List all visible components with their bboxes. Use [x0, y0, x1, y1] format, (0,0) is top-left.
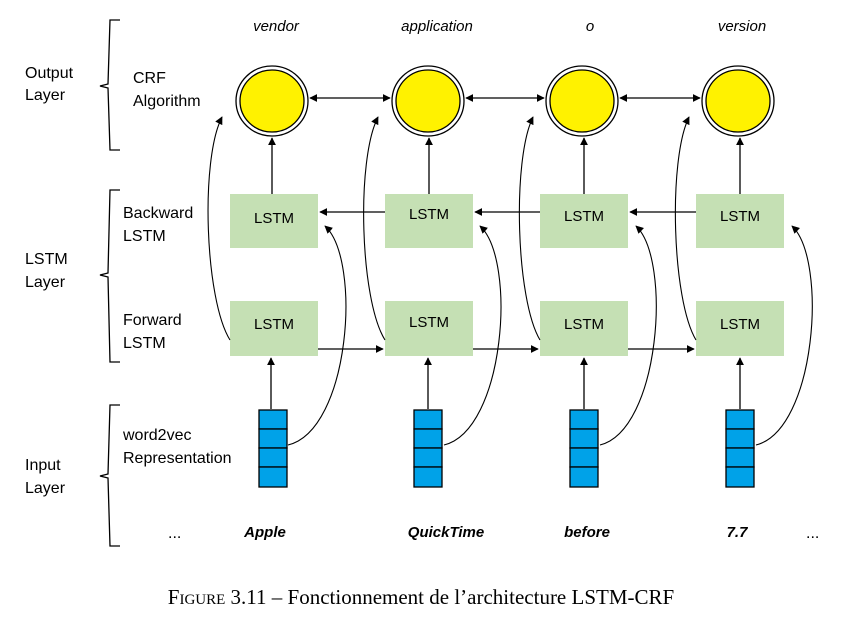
crf-node-4 — [701, 65, 775, 137]
lstm-crf-diagram: Output Layer LSTM Layer Input Layer CRF … — [25, 18, 819, 547]
crf-node-2 — [391, 65, 465, 137]
caption-figure-number: 3.11 — [230, 585, 267, 609]
forward-lstm-text-2: LSTM — [409, 314, 449, 331]
vector-to-backward-curves — [287, 225, 813, 446]
word-vector-2 — [413, 409, 443, 488]
backward-lstm-label-line2: LSTM — [123, 228, 166, 245]
forward-to-crf-curves — [207, 116, 697, 341]
output-label-2: application — [401, 18, 473, 35]
input-layer-label-line1: Input — [25, 457, 61, 474]
output-label-3: o — [586, 18, 594, 35]
output-layer-bracket — [99, 19, 120, 151]
forward-lstm-text-1: LSTM — [254, 316, 294, 333]
backward-lstm-text-3: LSTM — [564, 208, 604, 225]
crf-node-3 — [545, 65, 619, 137]
forward-lstm-cell-1 — [230, 301, 318, 356]
word-vector-4 — [725, 409, 755, 488]
output-layer-label-line2: Layer — [25, 87, 66, 104]
layer-brackets — [99, 19, 120, 547]
lstm-layer-bracket — [99, 189, 120, 363]
forward-lstm-label-line2: LSTM — [123, 335, 166, 352]
forward-lstm-cell-3 — [540, 301, 628, 356]
forward-lstm-cell-4 — [696, 301, 784, 356]
input-word-1: Apple — [243, 524, 286, 541]
backward-lstm-text-2: LSTM — [409, 206, 449, 223]
caption-figure-word: Figure — [167, 585, 226, 609]
vertical-arrows — [267, 137, 744, 409]
word2vec-label-line1: word2vec — [122, 427, 191, 444]
backward-lstm-text-4: LSTM — [720, 208, 760, 225]
output-layer-label-line1: Output — [25, 65, 74, 82]
crf-nodes — [235, 65, 775, 137]
lstm-layer-label-line2: Layer — [25, 274, 66, 291]
output-label-1: vendor — [253, 18, 300, 35]
forward-lstm-text-4: LSTM — [720, 316, 760, 333]
forward-lstm-label-line1: Forward — [123, 312, 182, 329]
word2vec-label-line2: Representation — [123, 450, 232, 467]
crf-node-1 — [235, 65, 309, 137]
backward-lstm-label-line1: Backward — [123, 205, 193, 222]
backward-lstm-cell-3 — [540, 194, 628, 248]
output-label-4: version — [718, 18, 766, 35]
crf-label-line2: Algorithm — [133, 93, 201, 110]
crf-label-line1: CRF — [133, 70, 166, 87]
input-word-3: before — [564, 524, 610, 541]
input-layer-label-line2: Layer — [25, 480, 66, 497]
ellipsis-right: ... — [806, 525, 819, 542]
input-word-4: 7.7 — [727, 524, 749, 541]
figure-caption: Figure 3.11 – Fonctionnement de l’archit… — [0, 585, 842, 610]
word-vector-1 — [258, 409, 288, 488]
backward-lstm-text-1: LSTM — [254, 210, 294, 227]
forward-lstm-cell-2 — [385, 301, 473, 356]
ellipsis-left: ... — [168, 525, 181, 542]
caption-text: – Fonctionnement de l’architecture LSTM-… — [271, 585, 675, 609]
backward-lstm-cell-4 — [696, 194, 784, 248]
backward-lstm-cell-2 — [385, 194, 473, 248]
backward-lstm-cells — [230, 194, 784, 248]
forward-lstm-text-3: LSTM — [564, 316, 604, 333]
forward-lstm-cells — [230, 301, 784, 356]
lstm-layer-label-line1: LSTM — [25, 251, 68, 268]
input-layer-bracket — [99, 404, 120, 547]
input-word-2: QuickTime — [408, 524, 484, 541]
word-vectors — [258, 409, 755, 488]
backward-lstm-cell-1 — [230, 194, 318, 248]
word-vector-3 — [569, 409, 599, 488]
